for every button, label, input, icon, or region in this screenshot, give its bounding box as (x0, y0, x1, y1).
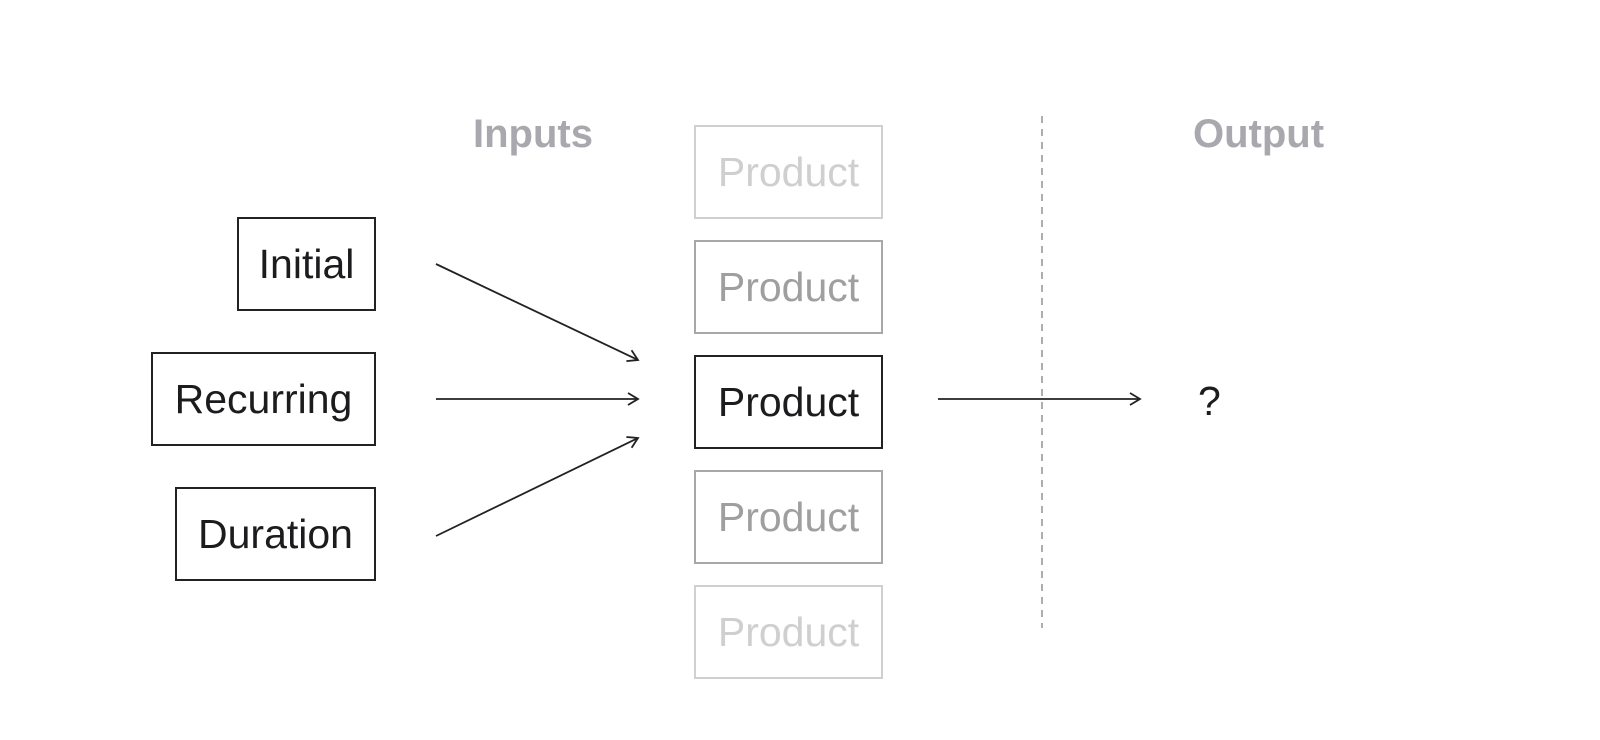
product-box-active: Product (694, 355, 883, 449)
output-heading: Output (1193, 112, 1325, 156)
product-box-faint-bottom: Product (694, 585, 883, 679)
inputs-heading: Inputs (473, 112, 593, 156)
arrow-initial-to-product (435, 263, 640, 363)
input-box-duration: Duration (175, 487, 376, 581)
output-unknown-symbol: ? (1198, 378, 1221, 424)
input-box-initial: Initial (237, 217, 376, 311)
product-box-muted-lower: Product (694, 470, 883, 564)
arrow-duration-to-product (435, 436, 640, 537)
input-box-recurring: Recurring (151, 352, 376, 446)
product-box-faint-top: Product (694, 125, 883, 219)
product-box-muted-upper: Product (694, 240, 883, 334)
